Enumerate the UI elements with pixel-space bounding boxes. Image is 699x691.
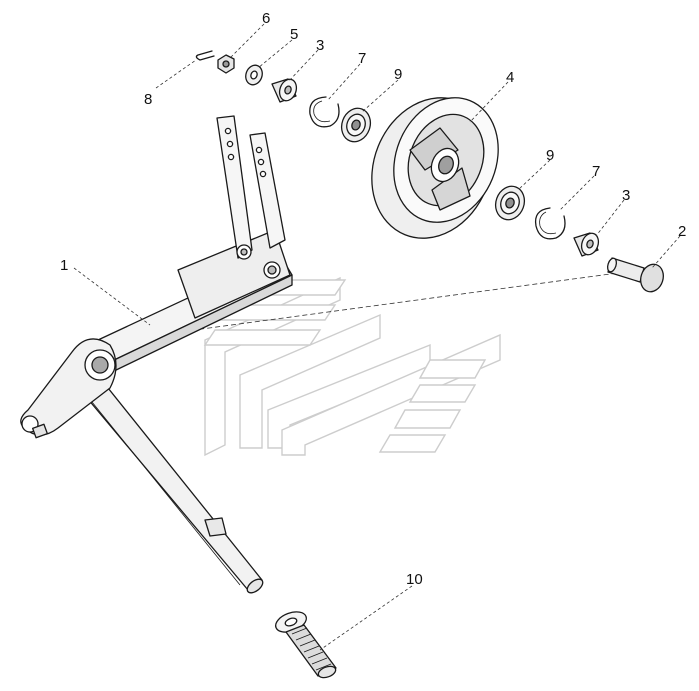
- leader-2: [651, 235, 681, 269]
- callout-3-upper: 3: [316, 37, 324, 54]
- leader-6: [229, 23, 265, 59]
- callout-6: 6: [262, 10, 270, 27]
- bearing-part-9-lower: [494, 185, 526, 221]
- leader-lines: [73, 23, 681, 651]
- bushing-part-3-upper: [271, 78, 298, 103]
- snap-ring-part-7-upper: [309, 96, 340, 128]
- leader-4: [469, 81, 509, 123]
- callout-3-lower: 3: [622, 187, 630, 204]
- leader-9a: [361, 79, 399, 113]
- callout-labels: 1 2 3 3 4 5 6 7 7 8 9 9 10: [60, 10, 686, 588]
- nut-part-6: [217, 54, 235, 74]
- callout-2: 2: [678, 223, 686, 240]
- bushing-part-3-lower: [573, 232, 600, 257]
- leader-8: [155, 59, 197, 89]
- leader-3a: [287, 49, 319, 83]
- leader-1: [73, 267, 151, 326]
- callout-7-upper: 7: [358, 50, 366, 67]
- callout-5: 5: [290, 26, 298, 43]
- callout-1: 1: [60, 257, 68, 274]
- tensioner-arm-assembly: [20, 115, 293, 594]
- leader-7b: [559, 175, 595, 211]
- callout-9-upper: 9: [394, 66, 402, 83]
- callout-8: 8: [144, 91, 152, 108]
- spring-part-10: [275, 611, 337, 679]
- idler-pulley: [371, 97, 499, 239]
- callout-9-lower: 9: [546, 147, 554, 164]
- cotter-pin-part-8: [195, 50, 215, 61]
- washer-part-5: [245, 64, 263, 86]
- leader-7a: [327, 63, 361, 101]
- leader-5: [257, 39, 293, 69]
- snap-ring-part-7-lower: [534, 207, 566, 240]
- bearing-part-9-upper: [340, 107, 372, 143]
- leader-10: [319, 585, 413, 651]
- leader-9b: [517, 159, 551, 191]
- callout-10: 10: [406, 571, 423, 588]
- callout-4: 4: [506, 69, 514, 86]
- callout-7-lower: 7: [592, 163, 600, 180]
- axle-bolt-part-2: [606, 257, 664, 293]
- leader-3b: [595, 199, 625, 237]
